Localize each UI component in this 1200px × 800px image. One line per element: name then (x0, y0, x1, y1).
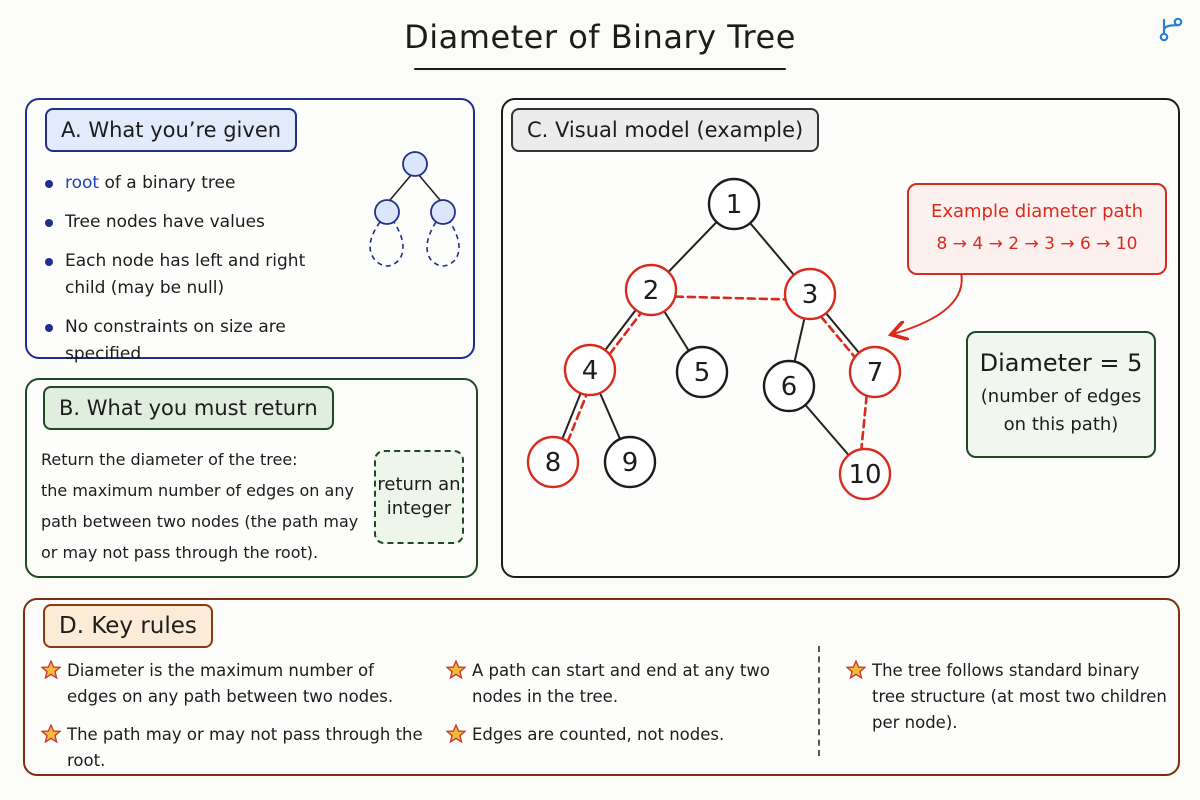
given-item: root of a binary tree (43, 170, 343, 197)
rule-item: The tree follows standard binary tree st… (846, 658, 1172, 736)
example-tree: 1 2 3 4 5 6 7 8 9 10 (526, 177, 963, 501)
panel-visual-tag: C. Visual model (example) (511, 108, 820, 152)
node-label: 5 (694, 358, 711, 388)
rule-item: Diameter is the maximum number of edges … (41, 658, 407, 710)
node-label: 10 (848, 460, 881, 490)
node-label: 4 (582, 356, 599, 386)
node-label: 1 (726, 190, 743, 220)
panel-return: B. What you must return Return the diame… (25, 378, 478, 578)
rule-item: A path can start and end at any two node… (446, 658, 812, 710)
diameter-note: (number of edges on this path) (980, 386, 1142, 435)
given-list: root of a binary tree Tree nodes have va… (43, 170, 343, 380)
rule-text: Edges are counted, not nodes. (472, 725, 725, 744)
path-node (848, 345, 902, 399)
given-item-text: of a binary tree (99, 173, 236, 193)
star-icon (446, 724, 466, 744)
return-description: Return the diameter of the tree: the max… (41, 444, 361, 568)
rule-text: A path can start and end at any two node… (472, 661, 770, 706)
node-label: 6 (781, 372, 798, 402)
callout-path: 8 → 4 → 2 → 3 → 6 → 10 (936, 234, 1138, 254)
path-node (624, 263, 678, 317)
mini-tree-icon (369, 151, 460, 267)
given-item: No constraints on size are specified (43, 314, 343, 368)
given-item-text: No constraints on size are specified (65, 317, 286, 364)
panel-key-rules: D. Key rules Diameter is the maximum num… (23, 598, 1180, 776)
panel-given: A. What you’re given root of a binary tr… (25, 98, 475, 364)
node-label: 2 (643, 276, 660, 306)
return-line-1: Return the diameter of the tree: (41, 450, 298, 469)
panel-visual-model: C. Visual model (example) 1 2 3 4 5 6 7 8 9 10 Ex… (501, 98, 1180, 578)
star-icon (446, 660, 466, 680)
diameter-path-segment (674, 295, 787, 301)
diameter-path-segment (566, 394, 588, 443)
rule-item: Edges are counted, not nodes. (446, 722, 812, 748)
tree-node (603, 435, 657, 489)
path-node (563, 343, 617, 397)
title-underline (414, 68, 786, 70)
star-icon (41, 724, 61, 744)
panel-rules-tag: D. Key rules (43, 604, 213, 648)
diameter-value: Diameter = 5 (979, 349, 1143, 377)
return-line-2: the maximum number of edges on any path … (41, 481, 359, 562)
node-label: 7 (867, 358, 884, 388)
rule-text: Diameter is the maximum number of edges … (67, 661, 394, 706)
branch-logo-icon (1159, 17, 1183, 42)
rules-divider (818, 646, 820, 756)
diameter-path-segment (860, 394, 868, 450)
star-icon (41, 660, 61, 680)
diameter-result-box: Diameter = 5 (number of edges on this pa… (966, 331, 1156, 458)
node-label: 8 (545, 448, 562, 478)
page-title: Diameter of Binary Tree (404, 18, 796, 56)
node-label: 3 (802, 280, 819, 310)
rule-text: The tree follows standard binary tree st… (872, 661, 1167, 732)
given-item-text: Each node has left and right child (may … (65, 251, 306, 298)
rule-text: The path may or may not pass through the… (67, 725, 423, 770)
node-label: 9 (622, 448, 639, 478)
star-icon (846, 660, 866, 680)
panel-return-tag: B. What you must return (43, 386, 334, 430)
given-item: Tree nodes have values (43, 209, 343, 236)
path-node (783, 267, 837, 321)
callout-title: Example diameter path (930, 201, 1144, 222)
path-node (526, 435, 580, 489)
tree-node (675, 345, 729, 399)
return-type-badge: return an integer (374, 450, 464, 544)
panel-given-tag: A. What you’re given (45, 108, 298, 152)
tree-node (762, 359, 816, 413)
path-node (838, 447, 892, 501)
rule-item: The path may or may not pass through the… (41, 722, 457, 774)
callout-arrow (893, 271, 963, 334)
diameter-path-segment (608, 312, 642, 356)
diameter-path-segment (820, 315, 856, 358)
given-item-text: Tree nodes have values (65, 212, 265, 232)
tree-node (707, 177, 761, 231)
root-keyword: root (65, 173, 100, 193)
given-item: Each node has left and right child (may … (43, 248, 343, 302)
diameter-path-callout: Example diameter path 8 → 4 → 2 → 3 → 6 … (907, 183, 1167, 275)
